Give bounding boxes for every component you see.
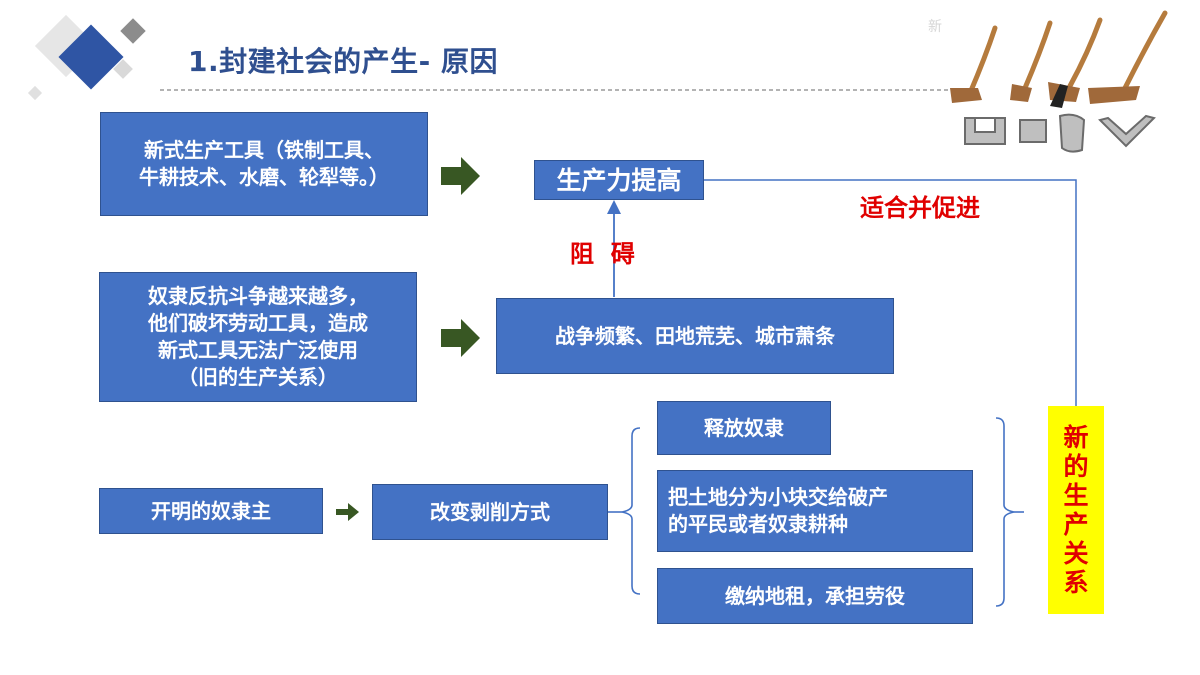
rent-labor-label: 缴纳地租，承担劳役 — [725, 583, 905, 608]
result-char: 关 — [1063, 539, 1089, 568]
slave-revolt-line1: 奴隶反抗斗争越来越多， — [148, 284, 368, 308]
result-char: 产 — [1063, 510, 1089, 539]
result-char: 生 — [1063, 481, 1089, 510]
change-exploitation-box: 改变剥削方式 — [372, 484, 608, 540]
result-char: 的 — [1063, 452, 1089, 481]
farming-tools-illustration-icon — [940, 8, 1180, 158]
slave-revolt-line2: 他们破坏劳动工具，造成 — [148, 311, 368, 335]
new-tools-line1: 新式生产工具（铁制工具、 — [144, 138, 384, 162]
fit-and-promote-label: 适合并促进 — [860, 194, 980, 222]
slave-revolt-line3: 新式工具无法广泛使用 — [158, 338, 358, 362]
productivity-box: 生产力提高 — [534, 160, 704, 200]
new-production-relations-box: 新 的 生 产 关 系 — [1048, 406, 1104, 614]
productivity-label: 生产力提高 — [556, 165, 682, 195]
rent-labor-box: 缴纳地租，承担劳役 — [657, 568, 973, 624]
land-division-box: 把土地分为小块交给破产 的平民或者奴隶耕种 — [657, 470, 973, 552]
result-char: 新 — [1063, 423, 1089, 452]
change-exploitation-label: 改变剥削方式 — [430, 499, 550, 524]
release-slaves-box: 释放奴隶 — [657, 401, 831, 455]
new-tools-line2: 牛耕技术、水磨、轮犁等。） — [139, 165, 389, 189]
slave-revolt-line4: （旧的生产关系） — [178, 365, 338, 389]
obstacle-label: 阻 碍 — [570, 240, 635, 268]
war-desolation-box: 战争频繁、田地荒芜、城市萧条 — [496, 298, 894, 374]
page-title: 1.封建社会的产生- 原因 — [188, 45, 498, 78]
new-tools-box: 新式生产工具（铁制工具、 牛耕技术、水磨、轮犁等。） — [100, 112, 428, 216]
war-desolation-label: 战争频繁、田地荒芜、城市萧条 — [555, 323, 835, 348]
watermark-text: 新 — [928, 19, 942, 35]
slave-revolt-box: 奴隶反抗斗争越来越多， 他们破坏劳动工具，造成 新式工具无法广泛使用 （旧的生产… — [99, 272, 417, 402]
enlightened-master-label: 开明的奴隶主 — [151, 498, 271, 523]
diamond-logo-icon — [20, 14, 170, 114]
land-division-line1: 把土地分为小块交给破产 — [668, 485, 888, 509]
release-slaves-label: 释放奴隶 — [704, 415, 784, 440]
result-char: 系 — [1063, 568, 1089, 597]
enlightened-master-box: 开明的奴隶主 — [99, 488, 323, 534]
land-division-line2: 的平民或者奴隶耕种 — [668, 512, 848, 536]
